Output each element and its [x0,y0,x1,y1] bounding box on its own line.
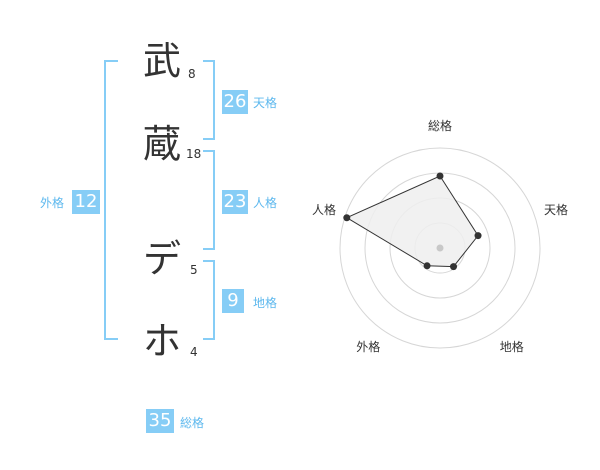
radar-point-3 [450,263,458,271]
radar-point-1 [436,172,444,180]
stroke-count-2: 18 [186,147,202,161]
tenkaku-value: 26 [222,90,248,114]
tenkaku-bracket [203,60,215,140]
chikaku-bracket [203,260,215,340]
gaikaku-label: 外格 [40,196,65,210]
radar-point-5 [343,214,351,222]
name-char-3: デ [143,237,182,281]
radar-label-soukaku: 総格 [428,119,453,133]
gaikaku-value: 12 [72,190,100,214]
radar-label-gaikaku: 外格 [356,339,381,354]
chikaku-label: 地格 [253,296,278,310]
radar-area [345,175,479,268]
radar-grid-ring [339,147,541,349]
name-char-4: ホ [143,319,182,363]
radar-point-4 [423,262,431,270]
jinkaku-label: 人格 [253,196,278,210]
soukaku-value: 35 [146,409,174,433]
radar-label-jinkaku: 人格 [311,203,336,218]
radar-center-dot [436,244,444,252]
tenkaku-label: 天格 [253,96,278,110]
jinkaku-bracket [203,150,215,250]
stroke-count-1: 8 [188,67,196,81]
radar-label-chikaku: 地格 [499,339,524,354]
radar-label-tenkaku: 天格 [544,203,569,218]
radar-point-2 [474,232,482,240]
name-char-2: 蔵 [143,122,182,166]
gaikaku-bracket [104,60,118,340]
stroke-count-4: 4 [190,345,198,359]
jinkaku-value: 23 [222,190,248,214]
chikaku-value: 9 [222,289,244,313]
stroke-count-3: 5 [190,263,198,277]
name-char-1: 武 [143,39,182,83]
soukaku-label: 総格 [180,416,205,430]
